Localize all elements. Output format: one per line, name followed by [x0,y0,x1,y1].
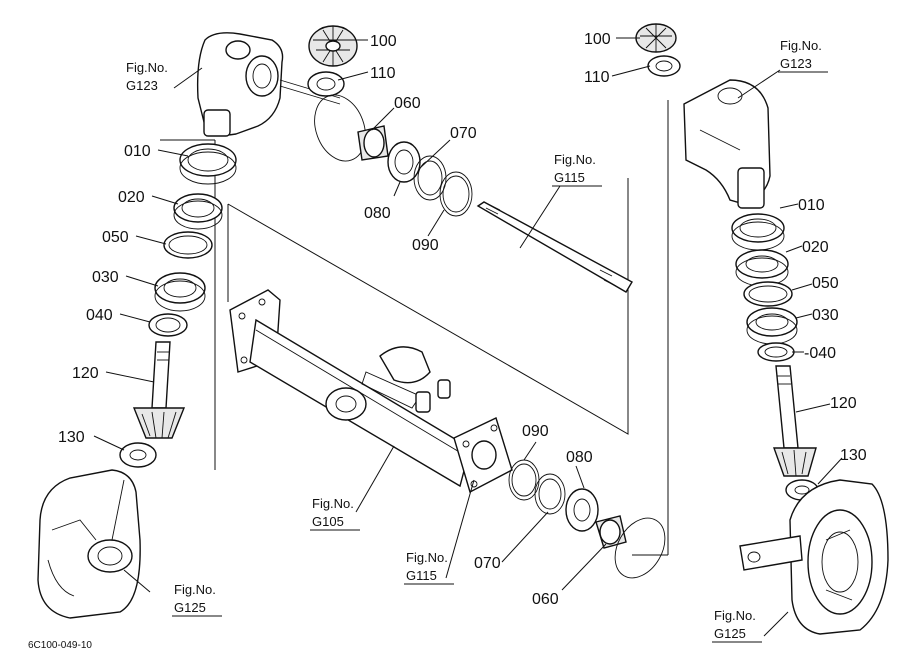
left-bearing-030 [154,272,206,312]
left-lower-case [37,469,141,619]
center-tube-housing [229,289,513,494]
label-070-lower: 070 [474,555,501,572]
label-080-lower: 080 [566,449,593,466]
left-bevel-shaft-120 [132,341,186,439]
right-bevel-shaft-120 [773,365,817,477]
lower-pinion-060 [595,515,627,549]
right-snap-ring-050 [743,281,793,307]
svg-text:G115: G115 [406,568,437,583]
label-010-right: 010 [798,197,825,214]
label-040-right: -040 [804,345,836,362]
label-100-right: 100 [584,31,611,48]
label-020-left: 020 [118,189,145,206]
label-080-upper: 080 [364,205,391,222]
fig-ref-g115-lower: Fig.No. G115 [404,550,454,585]
upper-bearing-110 [307,71,345,97]
left-bearing-020 [173,193,223,230]
svg-text:G115: G115 [554,170,585,185]
svg-text:Fig.No.: Fig.No. [126,60,168,75]
upper-seal-070 [413,155,447,201]
left-washer-040 [148,313,188,337]
svg-text:G123: G123 [126,78,158,93]
label-110-right: 110 [584,69,610,86]
upper-drive-shaft [476,201,633,293]
right-lower-case [739,479,889,635]
label-120-left: 120 [72,365,99,382]
label-130-right: 130 [840,447,867,464]
fig-ref-g125-right: Fig.No. G125 [712,608,762,643]
right-washer-040 [757,342,795,362]
left-upper-housing [196,32,341,137]
fig-ref-g115-upper: Fig.No. G115 [552,152,602,187]
lower-ring-090 [508,459,540,501]
label-110-upper: 110 [370,65,396,82]
left-snap-ring-050 [163,231,213,259]
svg-text:Fig.No.: Fig.No. [554,152,596,167]
fig-ref-g105: Fig.No. G105 [310,496,360,531]
lower-seal-070 [534,473,566,515]
svg-text:G105: G105 [312,514,344,529]
right-upper-housing [683,79,771,209]
label-030-right: 030 [812,307,839,324]
part-labels: 010 020 050 030 040 120 130 100 110 060 … [58,31,867,608]
svg-text:G123: G123 [780,56,812,71]
right-bearing-020 [735,249,789,287]
svg-text:Fig.No.: Fig.No. [406,550,448,565]
label-100-upper: 100 [370,33,397,50]
label-070-upper: 070 [450,125,477,142]
fig-ref-g125-left: Fig.No. G125 [172,582,222,617]
label-060-lower: 060 [532,591,559,608]
svg-text:Fig.No.: Fig.No. [174,582,216,597]
label-130-left: 130 [58,429,85,446]
label-050-right: 050 [812,275,839,292]
label-050-left: 050 [102,229,129,246]
drawing-code: 6C100-049-10 [28,640,92,651]
lower-o-ring [614,517,666,579]
label-090-upper: 090 [412,237,439,254]
subassembly-frame [227,178,629,435]
fig-ref-g123-right: Fig.No. G123 [778,38,828,73]
svg-text:Fig.No.: Fig.No. [780,38,822,53]
fig-ref-g123-left: Fig.No. G123 [126,60,168,93]
label-060-upper: 060 [394,95,421,112]
right-bearing-110 [647,55,681,77]
right-seal-010 [731,213,785,251]
label-010-left: 010 [124,143,151,160]
upper-bearing-080 [387,141,421,183]
upper-pinion-060 [357,125,389,161]
left-seal-010 [179,143,237,185]
label-040-left: 040 [86,307,113,324]
upper-o-ring [314,94,366,162]
upper-bevel-gear-100 [308,25,358,67]
leader-lines [93,37,843,637]
label-090-lower: 090 [522,423,549,440]
svg-text:Fig.No.: Fig.No. [714,608,756,623]
left-bearing-130 [119,442,157,468]
svg-text:G125: G125 [174,600,206,615]
label-030-left: 030 [92,269,119,286]
svg-text:G125: G125 [714,626,746,641]
lower-bearing-080 [565,488,599,532]
right-bearing-030 [746,307,798,345]
svg-text:Fig.No.: Fig.No. [312,496,354,511]
upper-ring-090 [439,171,473,217]
label-020-right: 020 [802,239,829,256]
right-bevel-gear-100 [635,23,677,53]
label-120-right: 120 [830,395,857,412]
